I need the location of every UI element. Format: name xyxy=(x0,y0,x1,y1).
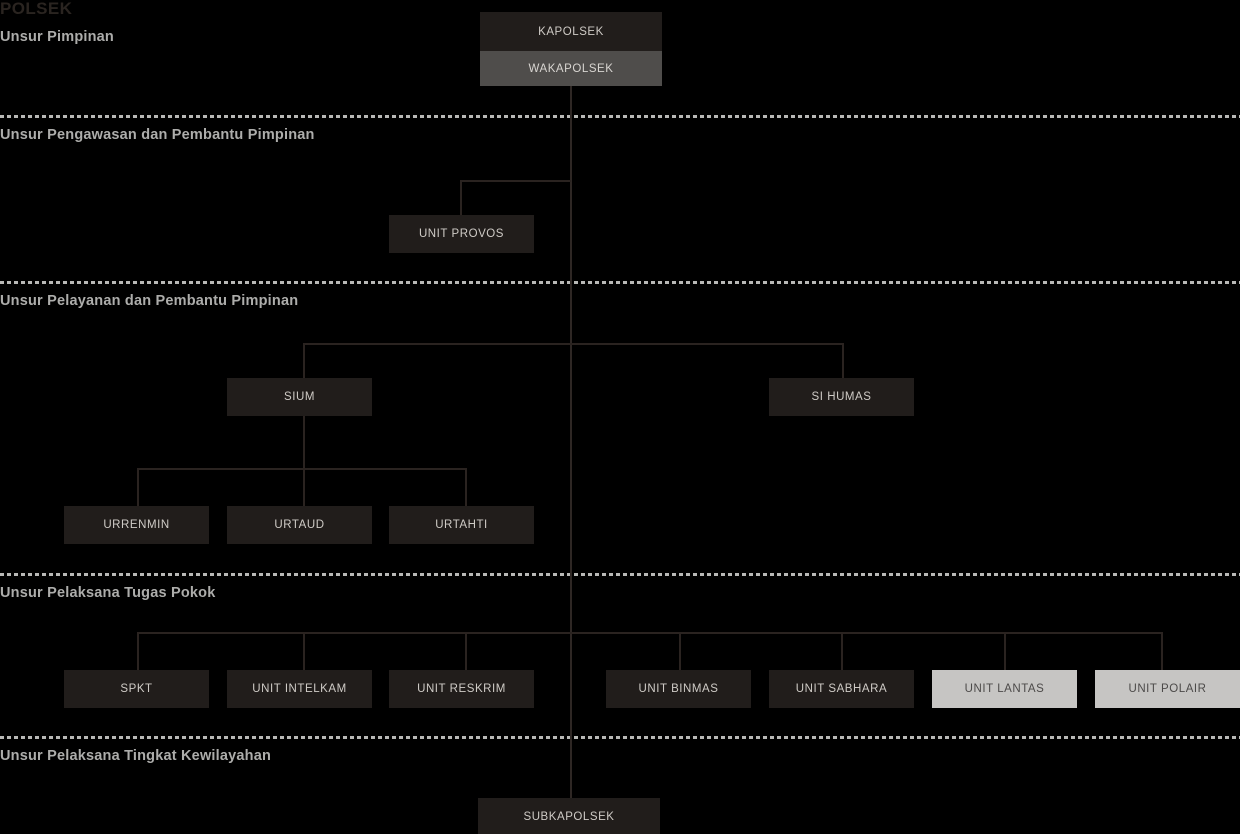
connector-ur-bus xyxy=(137,468,466,470)
section-label-unsur-pimpinan: Unsur Pimpinan xyxy=(0,29,114,45)
node-unit-provos[interactable]: UNIT PROVOS xyxy=(389,215,534,253)
section-label-unsur-pengawasan: Unsur Pengawasan dan Pembantu Pimpinan xyxy=(0,127,315,143)
connector-sihumas-drop xyxy=(842,343,844,378)
connector-binmas-drop xyxy=(679,632,681,670)
node-urtahti[interactable]: URTAHTI xyxy=(389,506,534,544)
connector-main-trunk xyxy=(570,86,572,798)
connector-spkt-drop xyxy=(137,632,139,670)
section-label-unsur-pelaksana-tingkat-kewilayahan: Unsur Pelaksana Tingkat Kewilayahan xyxy=(0,748,272,764)
connector-pelayanan-bus xyxy=(303,343,844,345)
node-si-humas[interactable]: SI HUMAS xyxy=(769,378,914,416)
section-divider-1 xyxy=(0,115,1240,118)
connector-urtahti-drop xyxy=(465,468,467,506)
connector-provos-horizontal xyxy=(460,180,571,182)
node-wakapolsek[interactable]: WAKAPOLSEK xyxy=(480,51,662,86)
connector-reskrim-drop xyxy=(465,632,467,670)
connector-urrenmin-drop xyxy=(137,468,139,506)
node-unit-intelkam[interactable]: UNIT INTELKAM xyxy=(227,670,372,708)
node-unit-sabhara[interactable]: UNIT SABHARA xyxy=(769,670,914,708)
node-unit-polair[interactable]: UNIT POLAIR xyxy=(1095,670,1240,708)
node-subkapolsek[interactable]: SUBKAPOLSEK xyxy=(478,798,660,834)
section-label-unsur-pelaksana-tugas-pokok: Unsur Pelaksana Tugas Pokok xyxy=(0,585,216,601)
node-urtaud[interactable]: URTAUD xyxy=(227,506,372,544)
connector-sium-to-ur-bus xyxy=(303,416,305,468)
connector-intelkam-drop xyxy=(303,632,305,670)
connector-urtaud-drop xyxy=(303,468,305,506)
chart-title: POLSEK xyxy=(0,0,73,18)
section-divider-4 xyxy=(0,736,1240,739)
connector-sabhara-drop xyxy=(841,632,843,670)
section-divider-3 xyxy=(0,573,1240,576)
connector-lantas-drop xyxy=(1004,632,1006,670)
node-unit-binmas[interactable]: UNIT BINMAS xyxy=(606,670,751,708)
connector-provos-vertical xyxy=(460,180,462,215)
connector-polair-drop xyxy=(1161,632,1163,670)
connector-tugas-pokok-bus xyxy=(137,632,1163,634)
node-unit-reskrim[interactable]: UNIT RESKRIM xyxy=(389,670,534,708)
node-spkt[interactable]: SPKT xyxy=(64,670,209,708)
node-kapolsek[interactable]: KAPOLSEK xyxy=(480,12,662,51)
connector-sium-drop xyxy=(303,343,305,378)
node-unit-lantas[interactable]: UNIT LANTAS xyxy=(932,670,1077,708)
section-divider-2 xyxy=(0,281,1240,284)
node-sium[interactable]: SIUM xyxy=(227,378,372,416)
section-label-unsur-pelayanan: Unsur Pelayanan dan Pembantu Pimpinan xyxy=(0,293,299,309)
node-urrenmin[interactable]: URRENMIN xyxy=(64,506,209,544)
